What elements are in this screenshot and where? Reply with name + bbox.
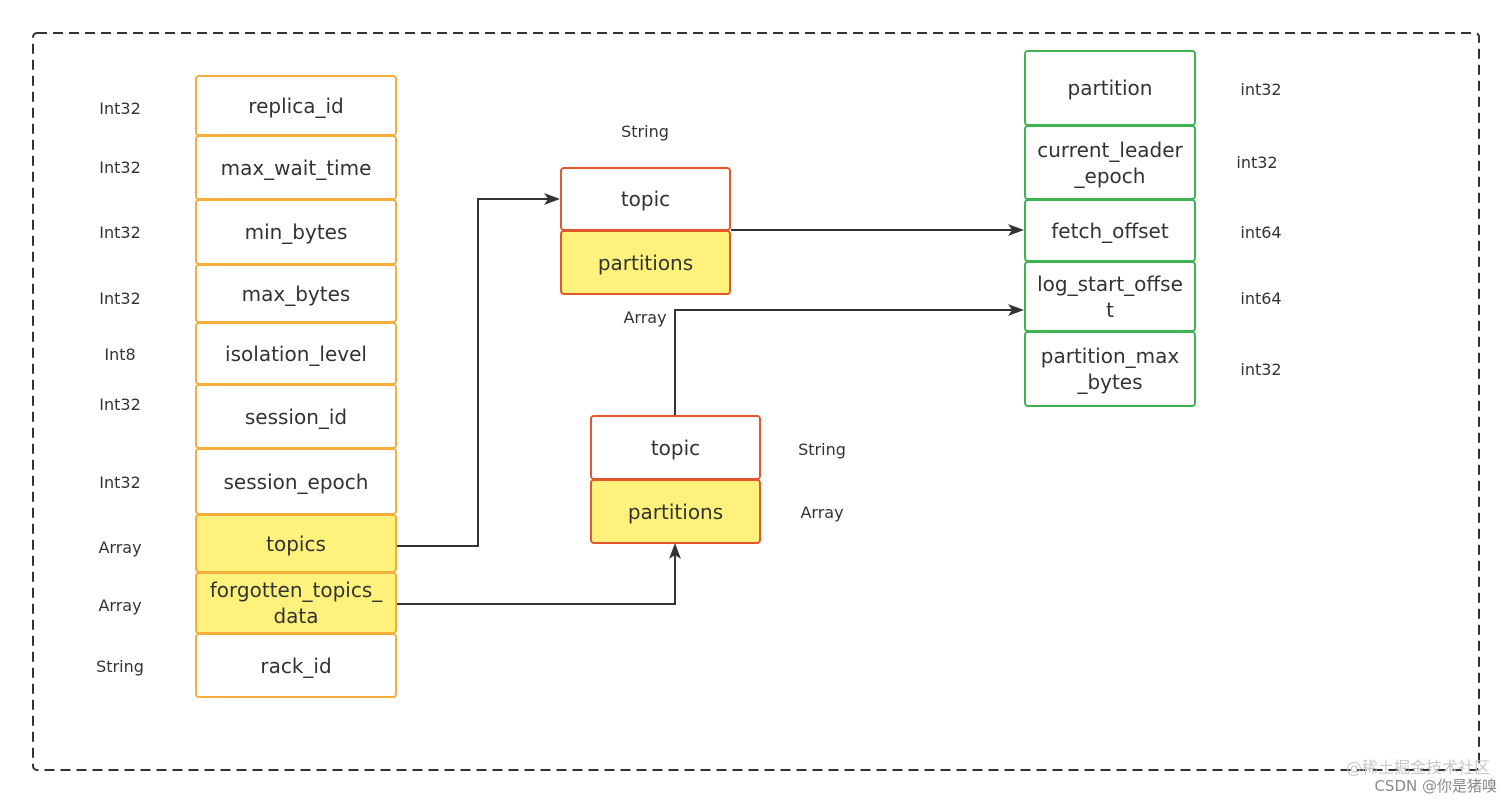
- watermark-juejin: @稀土掘金技术社区: [1345, 758, 1490, 777]
- field-box-min-bytes: min_bytes: [195, 199, 397, 265]
- topics-topic-name: topic: [620, 187, 671, 211]
- field-name: min_bytes: [244, 220, 348, 244]
- topics-topic-box: topic: [560, 167, 731, 231]
- field-box-max-bytes: max_bytes: [195, 264, 397, 323]
- field-box-forgotten-topics-data: forgotten_topics_data: [195, 572, 397, 634]
- forgotten-partitions-name: partitions: [627, 499, 724, 524]
- topics-partitions-type-label: Array: [623, 308, 667, 327]
- field-type-label: Array: [98, 596, 142, 615]
- field-name: session_id: [244, 404, 348, 429]
- field-type-label: Int32: [99, 473, 141, 492]
- field-box-topics: topics: [195, 514, 397, 573]
- partition-field-type-label: int32: [1236, 153, 1278, 172]
- field-name: replica_id: [248, 93, 344, 118]
- arrow-topic-to-partition-fields: [674, 304, 1024, 415]
- arrow-topics-to-topic: [397, 193, 560, 547]
- partition-field-name: log_start_offset: [1037, 271, 1183, 322]
- field-name: max_bytes: [241, 281, 351, 306]
- forgotten-partitions-type-label: Array: [800, 503, 844, 522]
- field-box-isolation-level: isolation_level: [195, 322, 397, 385]
- forgotten-partitions-box: partitions: [590, 479, 761, 544]
- partition-field-box-partition: partition: [1024, 50, 1196, 126]
- field-type-label: Int32: [99, 158, 141, 177]
- field-name: forgotten_topics_data: [209, 578, 383, 628]
- field-box-session-epoch: session_epoch: [195, 448, 397, 515]
- partition-field-box-log-start-offset: log_start_offset: [1024, 261, 1196, 332]
- field-box-rack-id: rack_id: [195, 633, 397, 698]
- field-type-label: Int32: [99, 395, 141, 414]
- arrow-forgotten-topics-to-partitions: [397, 543, 681, 605]
- partition-field-type-label: int32: [1240, 80, 1282, 99]
- partition-field-box-current-leader-epoch: current_leader_epoch: [1024, 125, 1196, 200]
- field-name: session_epoch: [223, 469, 369, 494]
- field-type-label: Array: [98, 538, 142, 557]
- partition-field-name: partition: [1067, 76, 1153, 100]
- partition-field-box-fetch-offset: fetch_offset: [1024, 199, 1196, 262]
- watermark-csdn: CSDN @你是猪嗅: [1374, 777, 1497, 795]
- topics-partitions-name: partitions: [597, 250, 694, 275]
- field-box-session-id: session_id: [195, 384, 397, 449]
- partition-field-box-partition-max-bytes: partition_max_bytes: [1024, 331, 1196, 407]
- partition-field-name: current_leader_epoch: [1037, 137, 1183, 188]
- forgotten-topic-box: topic: [590, 415, 761, 480]
- forgotten-topic-type-label: String: [798, 440, 846, 459]
- field-type-label: Int32: [99, 289, 141, 308]
- topics-topic-type-label: String: [621, 122, 669, 141]
- field-box-max-wait-time: max_wait_time: [195, 135, 397, 200]
- partition-field-name: partition_max_bytes: [1040, 344, 1180, 394]
- field-box-replica-id: replica_id: [195, 75, 397, 136]
- topics-partitions-box: partitions: [560, 230, 731, 295]
- field-type-label: Int8: [104, 345, 136, 364]
- partition-field-name: fetch_offset: [1051, 218, 1169, 243]
- field-name: isolation_level: [225, 341, 367, 366]
- partition-field-type-label: int64: [1240, 289, 1282, 308]
- field-name: rack_id: [260, 653, 332, 678]
- field-type-label: Int32: [99, 223, 141, 242]
- field-type-label: String: [96, 657, 144, 676]
- field-name: max_wait_time: [220, 155, 372, 180]
- dashed-frame: [32, 32, 1480, 771]
- field-type-label: Int32: [99, 99, 141, 118]
- forgotten-topic-name: topic: [650, 435, 701, 460]
- field-name: topics: [266, 531, 326, 556]
- partition-field-type-label: int32: [1240, 360, 1282, 379]
- partition-field-type-label: int64: [1240, 223, 1282, 242]
